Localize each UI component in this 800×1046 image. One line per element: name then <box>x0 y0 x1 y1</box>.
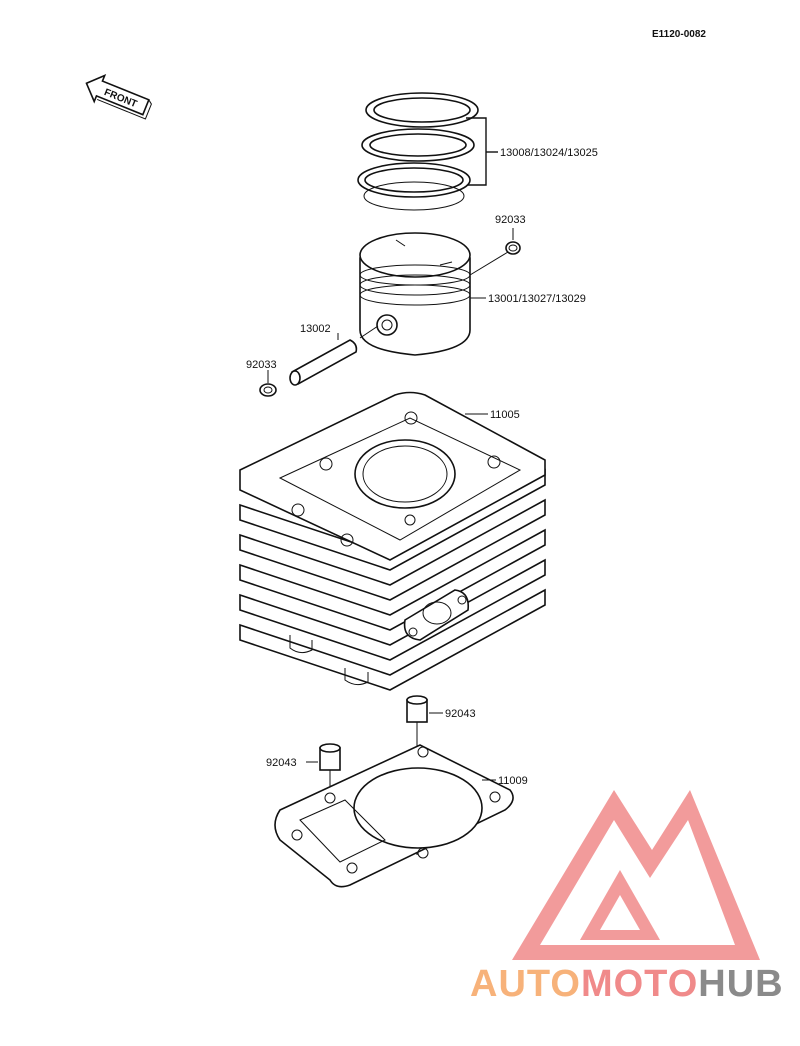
watermark-part1: AUTO <box>470 963 581 1005</box>
watermark-text: AUTOMOTOHUB <box>470 963 784 1005</box>
base-gasket <box>274 744 514 888</box>
circlip-left <box>259 383 277 397</box>
circlip-right <box>505 241 521 255</box>
part-label-clip-left: 92033 <box>246 359 277 371</box>
part-label-gasket: 11009 <box>498 775 528 787</box>
cylinder-block <box>239 391 546 691</box>
part-label-piston: 13001/13027/13029 <box>488 293 586 305</box>
front-arrow-icon: FRONT <box>85 74 152 120</box>
part-label-dowel-left: 92043 <box>266 757 297 769</box>
part-label-clip-top: 92033 <box>495 214 526 226</box>
watermark-part2: MOTO <box>581 963 698 1005</box>
part-label-cylinder: 11005 <box>490 409 520 421</box>
part-label-dowel-right: 92043 <box>445 708 476 720</box>
piston-rings <box>357 92 479 211</box>
watermark-logo-icon <box>512 790 760 960</box>
watermark-part3: HUB <box>698 963 783 1005</box>
piston <box>359 232 471 356</box>
diagram-code: E1120-0082 <box>652 29 706 40</box>
part-label-rings: 13008/13024/13025 <box>500 147 598 159</box>
svg-text:AUTOMOTOHUB: AUTOMOTOHUB <box>470 963 784 1005</box>
part-label-pin: 13002 <box>300 323 331 335</box>
piston-pin <box>289 339 358 386</box>
